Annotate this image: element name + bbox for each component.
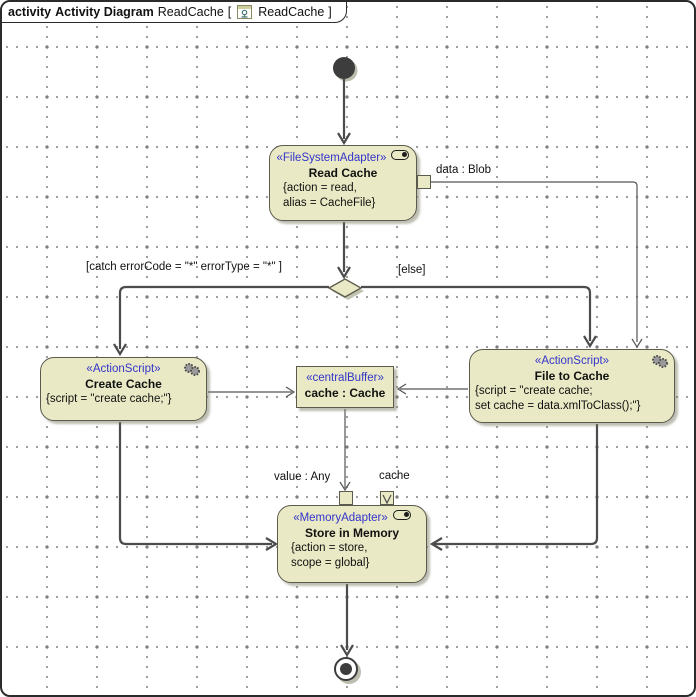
stereotype-label: «MemoryAdapter» bbox=[278, 506, 426, 526]
output-pin-data[interactable] bbox=[417, 175, 431, 189]
bracket-close: ] bbox=[328, 5, 332, 19]
stereotype-label: «centralBuffer» bbox=[306, 372, 384, 384]
node-title: Read Cache bbox=[308, 166, 378, 180]
arrowhead bbox=[265, 537, 279, 551]
diagram-keyword: activity bbox=[8, 5, 52, 19]
gears-icon bbox=[652, 355, 668, 368]
node-property: {script = "create cache; bbox=[475, 385, 593, 397]
adapter-icon bbox=[392, 510, 411, 520]
frame-name: ReadCache bbox=[258, 5, 325, 19]
guard-label-catch[interactable]: [catch errorCode = "*" errorType = "*" ] bbox=[86, 261, 282, 273]
edge-datapin-to-filetocache[interactable] bbox=[431, 181, 638, 342]
node-store-in-memory[interactable]: «MemoryAdapter» Store in Memory {action … bbox=[277, 505, 427, 583]
adapter-icon-dot bbox=[402, 152, 408, 157]
diagram-name: ReadCache bbox=[157, 5, 224, 19]
arrowhead bbox=[337, 132, 351, 146]
node-title: cache : Cache bbox=[304, 386, 386, 400]
arrowhead bbox=[340, 644, 354, 658]
node-property: {action = read, bbox=[283, 182, 357, 194]
diagram-frame-tab[interactable]: activity Activity Diagram ReadCache [ Re… bbox=[2, 2, 347, 23]
arrowhead bbox=[113, 343, 127, 357]
guard-label-else[interactable]: [else] bbox=[398, 264, 426, 276]
edge-decision-to-createcache[interactable] bbox=[118, 285, 329, 349]
node-title: Create Cache bbox=[85, 377, 162, 391]
bracket-open: [ bbox=[227, 5, 232, 19]
arrowhead bbox=[429, 537, 443, 551]
arrowhead bbox=[583, 335, 597, 349]
activity-diagram-icon bbox=[237, 5, 253, 19]
pin-label-data[interactable]: data : Blob bbox=[436, 164, 491, 176]
node-property: scope = global} bbox=[291, 557, 370, 569]
arrowhead bbox=[339, 481, 351, 492]
stereotype-label: «ActionScript» bbox=[534, 355, 610, 367]
node-property: {script = "create cache;"} bbox=[46, 393, 172, 405]
node-title: File to Cache bbox=[534, 369, 610, 383]
gears-icon bbox=[184, 363, 200, 376]
arrowhead bbox=[285, 386, 296, 398]
pin-label-cache[interactable]: cache bbox=[379, 470, 410, 482]
node-property: {action = store, bbox=[291, 542, 368, 554]
pin-arrow-icon bbox=[382, 494, 392, 505]
node-property: set cache = data.xmlToClass();"} bbox=[475, 400, 641, 412]
final-node-core bbox=[340, 663, 352, 675]
arrowhead bbox=[337, 266, 351, 280]
edge-filetocache-to-store[interactable] bbox=[434, 424, 599, 546]
arrowhead bbox=[631, 338, 643, 349]
input-pin-cache[interactable] bbox=[380, 491, 394, 505]
node-read-cache[interactable]: «FileSystemAdapter» Read Cache {action =… bbox=[269, 145, 417, 221]
node-property: alias = CacheFile} bbox=[283, 197, 376, 209]
adapter-icon bbox=[391, 150, 410, 160]
arrowhead bbox=[396, 383, 407, 395]
initial-node[interactable] bbox=[333, 57, 355, 79]
node-central-buffer[interactable]: «centralBuffer» cache : Cache bbox=[296, 366, 394, 408]
edge-decision-to-filetocache[interactable] bbox=[361, 285, 592, 341]
stereotype-label: «FileSystemAdapter» bbox=[270, 146, 416, 166]
node-create-cache[interactable]: «ActionScript» Create Cache {script = "c… bbox=[40, 357, 207, 421]
node-file-to-cache[interactable]: «ActionScript» File to Cache {script = "… bbox=[469, 349, 675, 423]
input-pin-value[interactable] bbox=[339, 491, 353, 505]
diagram-type: Activity Diagram bbox=[55, 5, 154, 19]
pin-label-value[interactable]: value : Any bbox=[274, 471, 331, 483]
edge-createcache-to-store[interactable] bbox=[118, 422, 272, 546]
node-title: Store in Memory bbox=[304, 526, 400, 540]
stereotype-label: «ActionScript» bbox=[86, 363, 161, 375]
adapter-icon-dot bbox=[403, 512, 409, 517]
